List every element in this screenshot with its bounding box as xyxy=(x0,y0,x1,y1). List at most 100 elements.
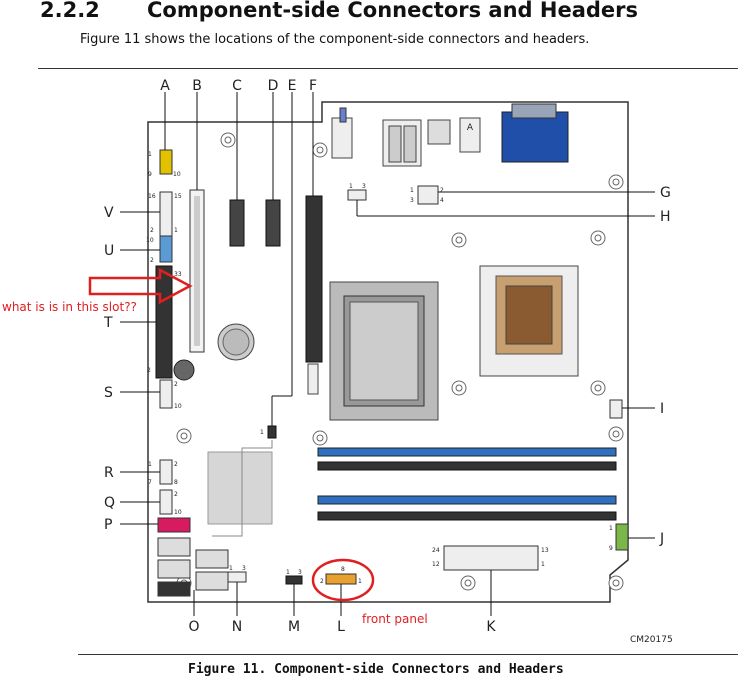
figure-code: CM20175 xyxy=(630,635,673,645)
label-v: V xyxy=(104,205,114,221)
pin-u10: 10 xyxy=(146,237,154,244)
jumper-e xyxy=(267,425,277,439)
sata-p xyxy=(157,517,191,533)
pin-g3: 3 xyxy=(410,197,414,204)
figure-caption: Figure 11. Component-side Connectors and… xyxy=(188,662,564,677)
leader-lines xyxy=(120,92,655,616)
label-g: G xyxy=(660,185,671,201)
pin-k1: 1 xyxy=(541,561,545,568)
pin-v15: 15 xyxy=(174,193,182,200)
pcie-x16-slot-f xyxy=(305,195,323,363)
chipset-heatsink xyxy=(207,451,273,525)
pin-m3: 3 xyxy=(298,569,302,576)
label-k: K xyxy=(486,619,496,635)
section-intro: Figure 11 shows the locations of the com… xyxy=(80,32,590,47)
pin-l2: 2 xyxy=(320,578,324,585)
pin-u2: 2 xyxy=(150,257,154,264)
svg-text:A: A xyxy=(467,123,474,133)
power-connector-g xyxy=(417,185,439,205)
mounting-holes xyxy=(176,132,624,591)
slot-question-annotation: what is is in this slot?? xyxy=(2,300,137,314)
pin-h1: 1 xyxy=(349,183,353,190)
header-m xyxy=(285,575,303,585)
label-a: A xyxy=(160,78,170,94)
rear-io-ports: A xyxy=(331,103,569,167)
pin-k13: 13 xyxy=(541,547,549,554)
fan-header-n xyxy=(227,571,247,583)
front-panel-annotation: front panel xyxy=(362,612,428,626)
label-t: T xyxy=(103,315,113,331)
header-r xyxy=(159,459,173,485)
red-arrow-annotation xyxy=(88,267,193,305)
northbridge-heatsink xyxy=(329,281,439,421)
pin-s10: 10 xyxy=(174,403,182,410)
pin-n1: 1 xyxy=(229,565,233,572)
label-l: L xyxy=(337,619,345,635)
label-i: I xyxy=(660,401,664,417)
cpu-socket xyxy=(479,265,579,377)
pin-a1: 1 xyxy=(148,151,152,158)
header-u xyxy=(159,235,173,263)
pin-r1: 1 xyxy=(148,461,152,468)
label-e: E xyxy=(288,78,297,94)
pin-v1: 1 xyxy=(174,227,178,234)
label-o: O xyxy=(188,619,199,635)
pin-j1: 1 xyxy=(609,525,613,532)
header-v xyxy=(159,191,173,237)
main-power-k xyxy=(443,545,539,571)
fan-header-h xyxy=(347,189,367,201)
pin-a9: 9 xyxy=(148,171,152,178)
connector-a xyxy=(159,149,173,175)
pin-m1: 1 xyxy=(286,569,290,576)
pin-q2: 2 xyxy=(174,491,178,498)
pin-t33: 33 xyxy=(174,271,182,278)
sata-o-block xyxy=(157,537,229,597)
pin-r8: 8 xyxy=(174,479,178,486)
label-d: D xyxy=(268,78,279,94)
label-j: J xyxy=(659,531,664,547)
front-panel-circle xyxy=(311,558,375,602)
pin-r2: 2 xyxy=(174,461,178,468)
pin-v2: 2 xyxy=(150,227,154,234)
label-p: P xyxy=(104,517,112,533)
header-q xyxy=(159,489,173,515)
label-s: S xyxy=(104,385,113,401)
header-t xyxy=(155,265,173,379)
label-u: U xyxy=(104,243,114,259)
front-panel-header-l xyxy=(325,573,357,585)
pin-a10: 10 xyxy=(173,171,181,178)
pin-k24: 24 xyxy=(432,547,440,554)
label-q: Q xyxy=(104,495,115,511)
section-number: 2.2.2 xyxy=(40,0,100,22)
label-h: H xyxy=(660,209,671,225)
pin-e1: 1 xyxy=(260,429,264,436)
dimm-slots xyxy=(317,447,617,521)
header-j xyxy=(615,523,629,551)
label-b: B xyxy=(192,78,202,94)
pin-k12: 12 xyxy=(432,561,440,568)
pin-q10: 10 xyxy=(174,509,182,516)
pin-t2: 2 xyxy=(147,367,151,374)
top-rule xyxy=(38,68,738,69)
label-m: M xyxy=(288,619,300,635)
header-s xyxy=(159,379,173,409)
pin-n3: 3 xyxy=(242,565,246,572)
label-n: N xyxy=(232,619,242,635)
pin-l1: 1 xyxy=(358,578,362,585)
pin-g1: 1 xyxy=(410,187,414,194)
pcie-slot-c xyxy=(229,199,245,247)
pin-j9: 9 xyxy=(609,545,613,552)
section-title: Component-side Connectors and Headers xyxy=(147,0,639,22)
pin-v16: 16 xyxy=(148,193,156,200)
fan-header-i xyxy=(609,399,623,419)
label-c: C xyxy=(232,78,242,94)
pin-g2: 2 xyxy=(440,187,444,194)
pin-r7: 7 xyxy=(148,479,152,486)
pin-s2: 2 xyxy=(174,381,178,388)
pcie-slot-d xyxy=(265,199,281,247)
pin-l8: 8 xyxy=(341,566,345,573)
label-r: R xyxy=(104,465,114,481)
label-f: F xyxy=(309,78,317,94)
pin-g4: 4 xyxy=(440,197,444,204)
